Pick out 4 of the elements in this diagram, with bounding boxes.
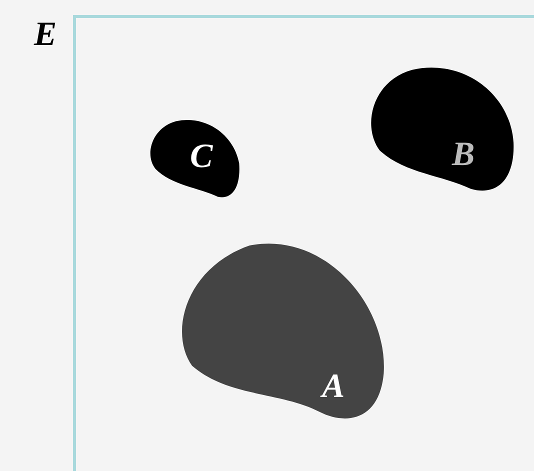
set-label: C [190, 140, 213, 174]
set-label: A [322, 370, 345, 404]
set-label: E [34, 18, 57, 52]
set-label: B [452, 138, 475, 172]
